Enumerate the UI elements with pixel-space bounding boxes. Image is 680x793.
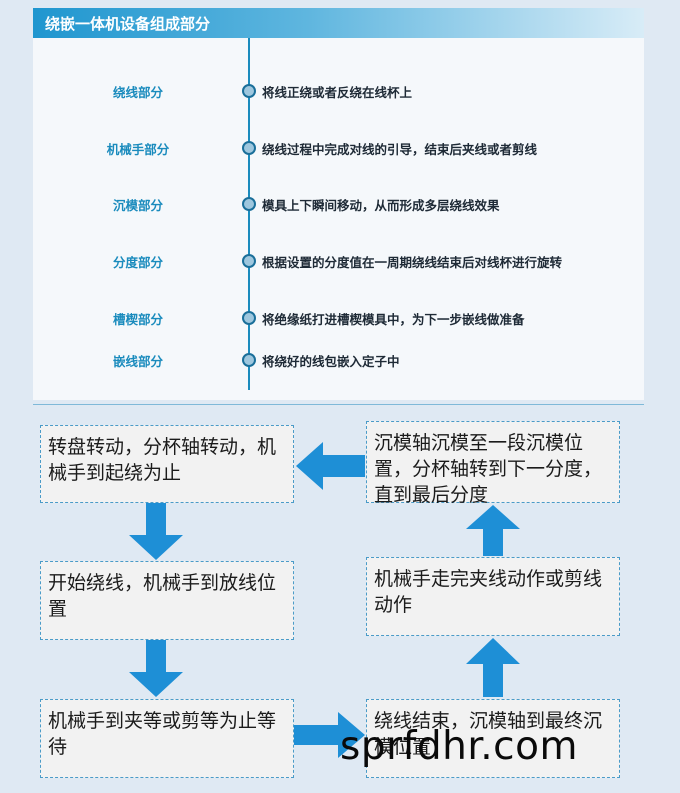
component-name: 嵌线部分 — [112, 354, 163, 369]
component-name: 沉模部分 — [112, 198, 163, 213]
component-name: 分度部分 — [112, 255, 163, 270]
timeline-line — [248, 38, 250, 390]
component-name: 槽楔部分 — [112, 312, 163, 327]
component-desc: 根据设置的分度值在一周期绕线结束后对线杯进行旋转 — [262, 255, 563, 270]
panel-title: 绕嵌一体机设备组成部分 — [45, 15, 211, 33]
flow-step-1: 转盘转动，分杯轴转动，机械手到起绕为止 — [40, 425, 294, 503]
panel-title-bar: 绕嵌一体机设备组成部分 — [33, 8, 644, 38]
timeline-dot — [242, 197, 256, 211]
arrow-right-icon — [294, 712, 365, 758]
arrow-down-icon — [129, 640, 183, 697]
timeline-dot — [242, 311, 256, 325]
component-row: 槽楔部分 将绝缘纸打进槽楔模具中，为下一步嵌线做准备 — [33, 307, 644, 329]
flow-step-5: 机械手走完夹线动作或剪线动作 — [366, 557, 620, 636]
component-row: 分度部分 根据设置的分度值在一周期绕线结束后对线杯进行旋转 — [33, 250, 644, 272]
flow-step-3: 机械手到夹等或剪等为止等待 — [40, 699, 294, 778]
timeline-dot — [242, 84, 256, 98]
component-row: 嵌线部分 将绕好的线包嵌入定子中 — [33, 349, 644, 371]
arrow-up-icon — [466, 505, 520, 556]
watermark-text: sprfdhr.com — [340, 724, 578, 769]
component-desc: 将绕好的线包嵌入定子中 — [262, 354, 400, 369]
flow-step-4: 绕线结束，沉模轴到最终沉模位置 — [366, 699, 620, 778]
component-desc: 模具上下瞬间移动，从而形成多层绕线效果 — [262, 198, 500, 213]
arrow-down-icon — [129, 503, 183, 560]
section-divider — [33, 404, 644, 405]
arrow-up-icon — [466, 638, 520, 697]
arrow-left-icon — [296, 442, 365, 490]
flow-step-6: 沉模轴沉模至一段沉模位置，分杯轴转到下一分度，直到最后分度 — [366, 421, 620, 506]
timeline-dot — [242, 254, 256, 268]
component-desc: 将绝缘纸打进槽楔模具中，为下一步嵌线做准备 — [262, 312, 525, 327]
component-name: 绕线部分 — [112, 85, 163, 100]
components-panel: 绕嵌一体机设备组成部分 绕线部分 将线正绕或者反绕在线杯上 机械手部分 绕线过程… — [33, 8, 644, 400]
timeline-dot — [242, 353, 256, 367]
component-row: 沉模部分 模具上下瞬间移动，从而形成多层绕线效果 — [33, 193, 644, 215]
component-desc: 绕线过程中完成对线的引导，结束后夹线或者剪线 — [262, 142, 538, 157]
timeline-dot — [242, 141, 256, 155]
flow-step-2: 开始绕线，机械手到放线位置 — [40, 561, 294, 640]
component-row: 绕线部分 将线正绕或者反绕在线杯上 — [33, 80, 644, 102]
component-name: 机械手部分 — [106, 142, 170, 157]
component-row: 机械手部分 绕线过程中完成对线的引导，结束后夹线或者剪线 — [33, 137, 644, 159]
component-desc: 将线正绕或者反绕在线杯上 — [262, 85, 413, 100]
